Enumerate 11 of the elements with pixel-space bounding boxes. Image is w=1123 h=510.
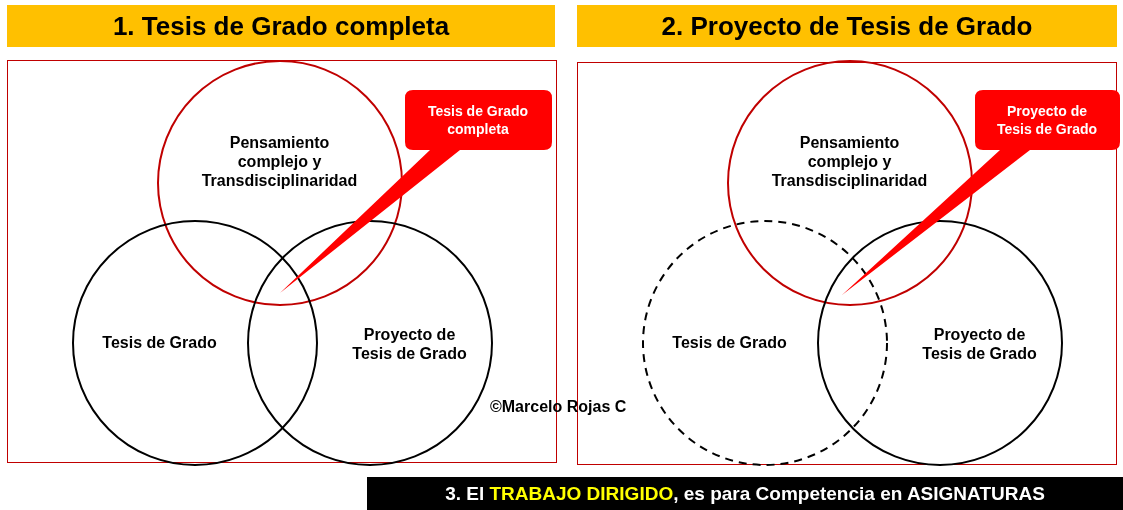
title-band: 2. Proyecto de Tesis de Grado	[577, 5, 1117, 47]
circle-label: Tesis de Grado	[101, 332, 218, 352]
circle-label: Pensamiento complejo y Transdisciplinaridad	[770, 132, 929, 190]
callout-text: Proyecto de Tesis de Grado	[995, 101, 1099, 138]
title-band: 3. El TRABAJO DIRIGIDO, es para Competencia en ASIGNATURAS	[367, 477, 1123, 510]
callout-text: Tesis de Grado completa	[426, 101, 530, 138]
circle-label: Proyecto de Tesis de Grado	[351, 324, 468, 363]
circle-label: Proyecto de Tesis de Grado	[921, 324, 1038, 363]
circle-label: Tesis de Grado	[671, 332, 788, 352]
title-band: 1. Tesis de Grado completa	[7, 5, 555, 47]
circle-label: Pensamiento complejo y Transdisciplinaridad	[200, 132, 359, 190]
